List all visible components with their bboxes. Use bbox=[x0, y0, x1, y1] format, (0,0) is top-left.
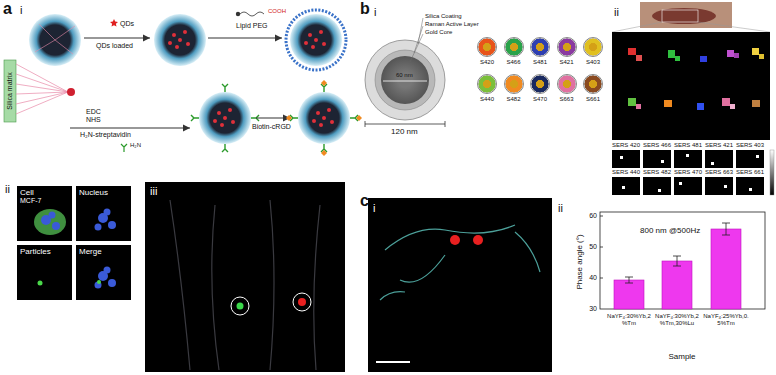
sers-image-tile: SERS 482 bbox=[643, 177, 671, 195]
sample-name: SERS 403 bbox=[736, 142, 764, 149]
panel-letter: c bbox=[360, 192, 369, 210]
sample-name: S466 bbox=[506, 59, 520, 66]
reagent-label: EDC bbox=[86, 108, 101, 116]
nanoparticle: S440 bbox=[477, 74, 497, 94]
sample-name: SERS 661 bbox=[736, 169, 764, 176]
chemical-label: COOH bbox=[268, 8, 286, 15]
sers-image-tile: SERS 481 bbox=[674, 150, 702, 168]
sample-name: S481 bbox=[533, 59, 547, 66]
sers-image-tile: SERS 440 bbox=[612, 177, 640, 195]
sample-name: SERS 466 bbox=[643, 142, 671, 149]
sample-name: S403 bbox=[586, 59, 600, 66]
sers-image-tile: SERS 403 bbox=[736, 150, 764, 168]
reagent-label: Biotin-cRGD bbox=[252, 123, 291, 131]
nanoparticle: S481 bbox=[530, 37, 550, 57]
nanoparticle: S663 bbox=[557, 74, 577, 94]
panel-letter: a bbox=[3, 0, 12, 18]
sers-image-tile: SERS 663 bbox=[705, 177, 733, 195]
axis-title: Sample bbox=[668, 352, 695, 361]
reagent-label: NHS bbox=[86, 116, 101, 124]
sample-name: SERS 481 bbox=[674, 142, 702, 149]
subpanel-label: iii bbox=[150, 185, 157, 198]
sample-name: S420 bbox=[480, 59, 494, 66]
sample-name: S440 bbox=[480, 96, 494, 103]
subpanel-label: ii bbox=[614, 6, 619, 19]
sample-name: S482 bbox=[506, 96, 520, 103]
panel-caption: Merge bbox=[79, 247, 128, 256]
step-label: Lipid PEG bbox=[236, 22, 268, 30]
layer-label: Gold Core bbox=[425, 29, 452, 36]
signal-spot bbox=[686, 154, 689, 157]
nanoparticle: S482 bbox=[504, 74, 524, 94]
signal-spot bbox=[724, 185, 727, 188]
sample-name: SERS 421 bbox=[705, 142, 733, 149]
sers-image-tile: SERS 421 bbox=[705, 150, 733, 168]
subpanel-label: ii bbox=[5, 183, 10, 196]
subpanel-label: i bbox=[20, 4, 22, 17]
sample-name: S663 bbox=[559, 96, 573, 103]
reagent-label: H₂N-streptavidin bbox=[80, 131, 131, 139]
category-label: NaYF₄:30%Yb,2%Tm,30%Lu bbox=[653, 313, 701, 327]
chart-title: 800 nm @500Hz bbox=[640, 226, 700, 235]
particle-label: QDs bbox=[120, 20, 134, 28]
microscopy-panel: CellMCF-7 bbox=[17, 186, 72, 241]
axis-title: Phase angle (°) bbox=[575, 234, 584, 289]
tick-label: 30 bbox=[589, 305, 597, 313]
nanoparticle: S421 bbox=[557, 37, 577, 57]
tick-label: 50 bbox=[589, 243, 597, 251]
matrix-label: Silica matrix bbox=[6, 72, 14, 110]
nanoparticle: S661 bbox=[583, 74, 603, 94]
signal-spot bbox=[658, 189, 661, 192]
subpanel-label: ii bbox=[558, 202, 563, 215]
sample-name: SERS 663 bbox=[705, 169, 733, 176]
signal-spot bbox=[620, 156, 623, 159]
signal-spot bbox=[679, 182, 682, 185]
dimension: 60 nm bbox=[396, 72, 413, 79]
category-label: NaYF₄:25%Yb,0.5%Tm bbox=[702, 313, 750, 327]
panel-caption: Particles bbox=[20, 247, 69, 256]
nanoparticle: S470 bbox=[530, 74, 550, 94]
signal-spot bbox=[661, 160, 664, 163]
sers-image-tile: SERS 466 bbox=[643, 150, 671, 168]
category-label: NaYF₄:30%Yb,2%Tm bbox=[605, 313, 653, 327]
sample-name: SERS 420 bbox=[612, 142, 640, 149]
signal-spot bbox=[756, 155, 759, 158]
microscopy-panel: Particles bbox=[17, 245, 72, 300]
tick-label: 60 bbox=[589, 212, 597, 220]
dimension: 120 nm bbox=[391, 127, 418, 136]
sample-name: S421 bbox=[559, 59, 573, 66]
layer-label: Silica Coating bbox=[425, 13, 462, 20]
sample-name: SERS 440 bbox=[612, 169, 640, 176]
tick-label: 40 bbox=[589, 274, 597, 282]
sample-name: SERS 470 bbox=[674, 169, 702, 176]
panel-caption: Nucleus bbox=[79, 188, 128, 197]
nanoparticle: S466 bbox=[504, 37, 524, 57]
microscopy-panel: Nucleus bbox=[76, 186, 131, 241]
sers-image-tile: SERS 470 bbox=[674, 177, 702, 195]
subpanel-label: i bbox=[374, 6, 376, 19]
panel-caption: MCF-7 bbox=[20, 197, 69, 205]
panel-caption: Cell bbox=[20, 188, 69, 197]
subpanel-label: i bbox=[373, 202, 375, 215]
sers-image-tile: SERS 661 bbox=[736, 177, 764, 195]
signal-spot bbox=[711, 162, 714, 165]
sers-image-tile: SERS 420 bbox=[612, 150, 640, 168]
panel-letter: b bbox=[360, 0, 370, 18]
reagent-label: H₂N bbox=[130, 142, 141, 149]
microscopy-panel: Merge bbox=[76, 245, 131, 300]
sample-name: S470 bbox=[533, 96, 547, 103]
signal-spot bbox=[749, 188, 752, 191]
nanoparticle: S420 bbox=[477, 37, 497, 57]
signal-spot bbox=[622, 186, 625, 189]
step-label: QDs loaded bbox=[96, 42, 133, 50]
layer-label: Raman Active Layer bbox=[425, 21, 479, 28]
nanoparticle: S403 bbox=[583, 37, 603, 57]
sample-name: SERS 482 bbox=[643, 169, 671, 176]
sample-name: S661 bbox=[586, 96, 600, 103]
